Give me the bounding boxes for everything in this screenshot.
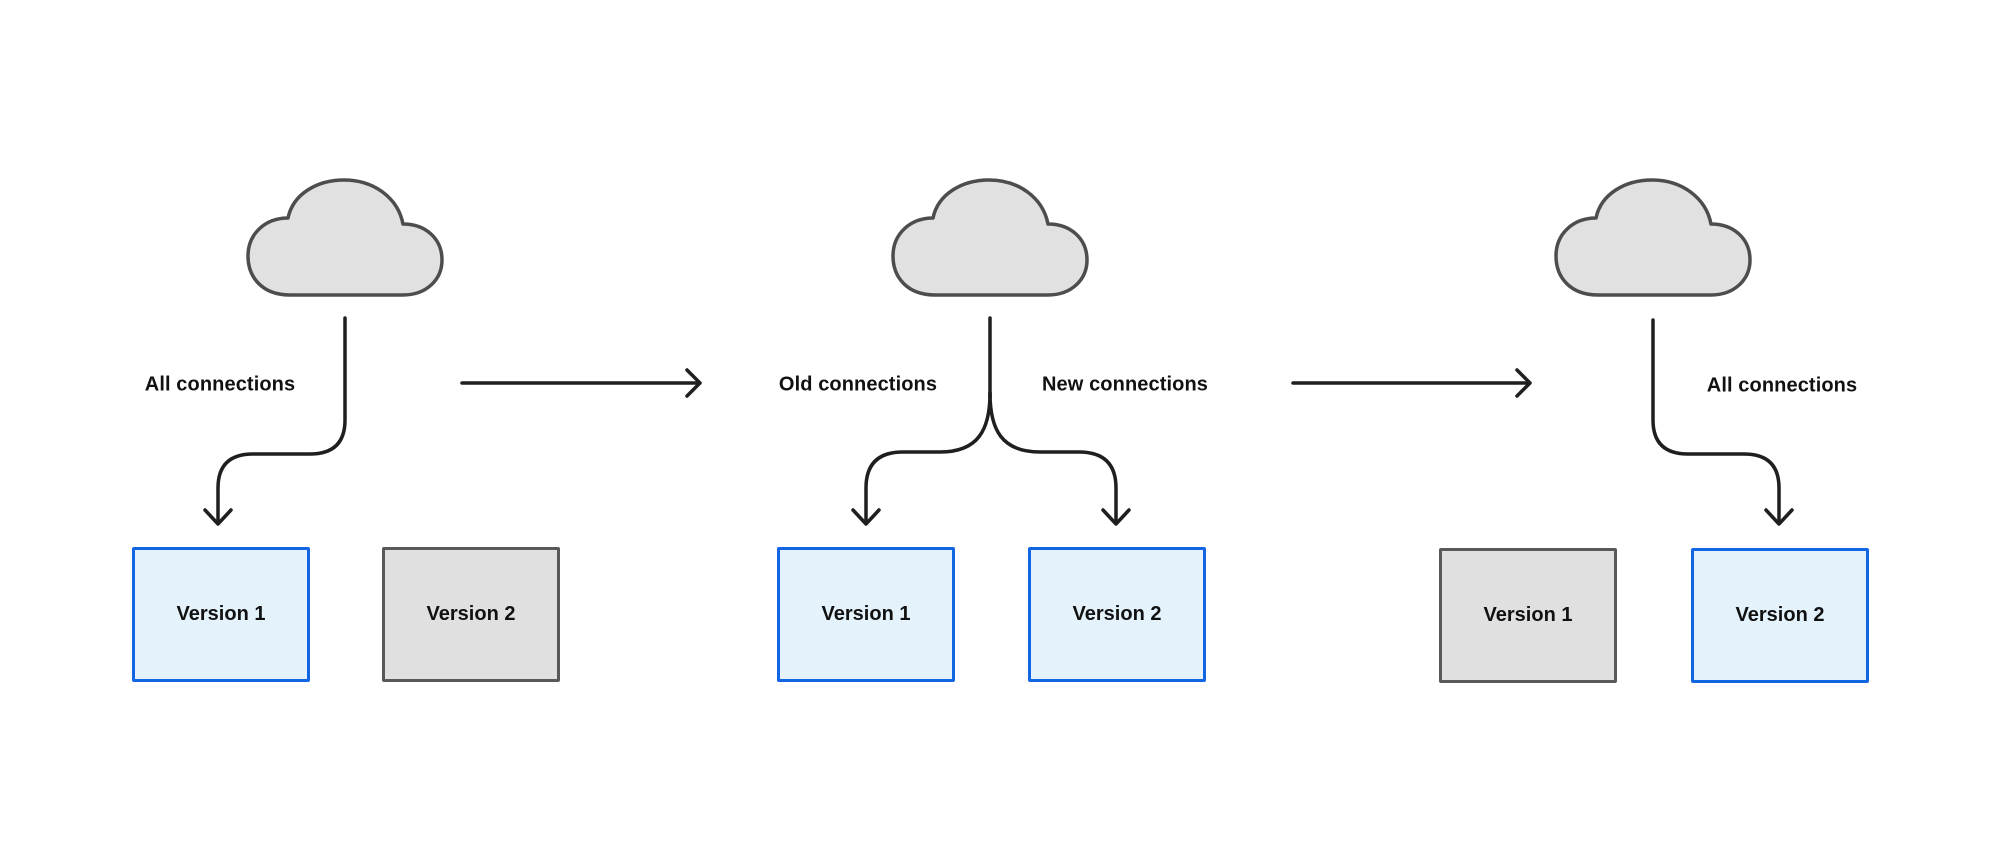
version-box-label: Version 1 [1483,604,1573,626]
arrowhead-icon [1101,508,1131,526]
connection-label-all-1: All connections [144,373,296,396]
version-box-label: Version 1 [821,603,911,625]
stage-transition-arrow-2 [1291,368,1532,398]
version-box-label: Version 2 [1735,604,1825,626]
arrowhead-icon [1764,508,1794,526]
version2-box-stage1: Version 2 [382,547,560,682]
version1-box-stage2: Version 1 [777,547,955,682]
connection-label-old: Old connections [778,373,938,396]
arrowhead-icon [203,508,233,526]
arrowhead-icon [1515,368,1532,398]
connection-label-new: New connections [1042,373,1208,396]
connection-label-all-2: All connections [1706,374,1858,397]
split-arrow-to-both-versions [851,316,1131,526]
version1-box-stage1: Version 1 [132,547,310,682]
version2-box-stage3: Version 2 [1691,548,1869,683]
version-box-label: Version 2 [1072,603,1162,625]
version2-box-stage2: Version 2 [1028,547,1206,682]
elbow-arrow-to-version1 [203,316,347,526]
elbow-arrow-to-version2 [1651,318,1794,526]
version1-box-stage3: Version 1 [1439,548,1617,683]
arrowhead-icon [685,368,702,398]
version-box-label: Version 1 [176,603,266,625]
cloud-icon [246,178,1752,297]
arrowhead-icon [851,508,881,526]
version-box-label: Version 2 [426,603,516,625]
stage-transition-arrow-1 [460,368,702,398]
